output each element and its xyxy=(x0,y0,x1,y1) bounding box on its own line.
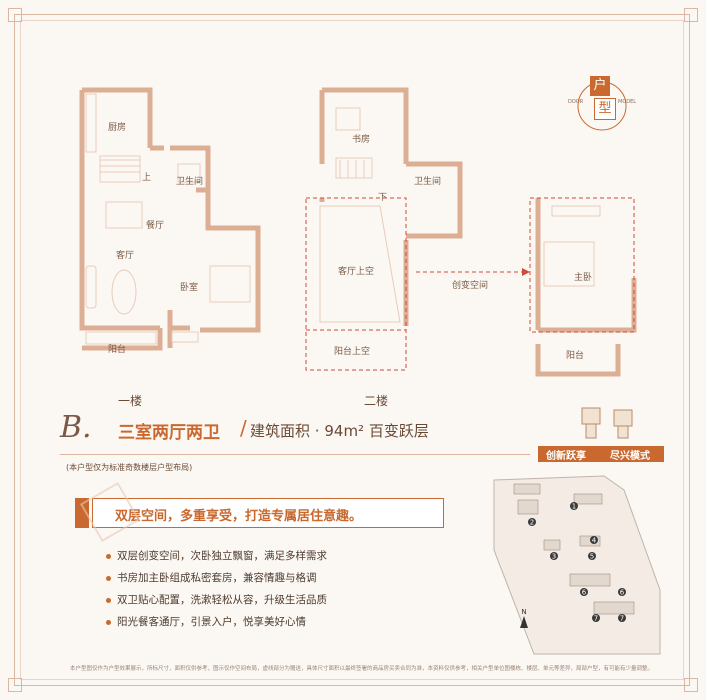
door-char-2: 型 xyxy=(594,98,616,120)
site-marker-4: 4 xyxy=(592,537,597,545)
door-right-text: MODEL xyxy=(618,99,637,105)
room-bedroom: 卧室 xyxy=(180,283,199,293)
door-char-1: 户 xyxy=(590,76,610,96)
feature-text: 双层创变空间，次卧独立飘窗，满足多样需求 xyxy=(117,550,327,562)
title-underline xyxy=(60,454,530,455)
floor2-walls xyxy=(319,87,463,326)
cartoon-figures-icon xyxy=(581,407,633,439)
room-balcony-void: 阳台上空 xyxy=(334,347,371,357)
room-balcony-creative: 阳台 xyxy=(566,351,585,361)
door-model-emblem: 户 型 DOOR MODEL xyxy=(568,74,637,138)
site-marker-2: 2 xyxy=(530,519,534,527)
site-marker-1: 1 xyxy=(572,503,576,511)
room-living-void: 客厅上空 xyxy=(338,267,375,277)
slogan-accent xyxy=(75,498,89,528)
creative-walls xyxy=(535,198,637,377)
slogan-bar: 双层空间，多重享受，打造专属居住意趣。 xyxy=(75,498,444,528)
north-arrow-icon: N xyxy=(520,608,528,628)
corner-ornament xyxy=(8,8,22,22)
site-marker-7b: 7 xyxy=(620,615,624,623)
floor2-label: 二楼 xyxy=(364,394,389,408)
bullet-icon xyxy=(106,553,111,559)
site-map: 1 2 3 4 5 6 6 7 7 N xyxy=(493,475,661,655)
room-master: 主卧 xyxy=(574,273,593,283)
creative-arrow-label: 创变空间 xyxy=(452,281,489,291)
creative-detail xyxy=(543,205,601,287)
title-area-value: 94m² xyxy=(324,422,365,440)
feature-item: 阳光餐客通厅，引景入户，悦享美好心情 xyxy=(106,614,306,629)
mode-badge: 创新跃享 尽兴模式 xyxy=(538,446,664,462)
feature-item: 书房加主卧组成私密套房，兼容情趣与格调 xyxy=(106,570,317,585)
bullet-icon xyxy=(106,619,111,625)
feature-item: 双层创变空间，次卧独立飘窗，满足多样需求 xyxy=(106,548,327,563)
floor1-label: 一楼 xyxy=(118,394,143,408)
floor2-void-outline xyxy=(305,197,407,371)
room-study: 书房 xyxy=(352,135,371,145)
room-stairs-down: 下 xyxy=(378,193,388,203)
badge-left: 创新跃享 xyxy=(546,451,586,462)
layout-note: (本户型仅为标准奇数楼层户型布局) xyxy=(66,463,193,472)
badge-right: 尽兴模式 xyxy=(610,451,650,462)
footer-disclaimer: 本户型图仅作为户型效果展示，所标尺寸，面积仅供参考，图示仅作空间布局，虚线部分为… xyxy=(70,666,654,672)
title-divider: / xyxy=(240,416,247,440)
feature-text: 阳光餐客通厅，引景入户，悦享美好心情 xyxy=(117,616,306,628)
title-row: B. 三室两厅两卫 / 建筑面积 · 94m² 百变跃层 xyxy=(60,410,660,452)
corner-ornament xyxy=(8,678,22,692)
room-living: 客厅 xyxy=(116,251,135,261)
feature-text: 双卫贴心配置，洗漱轻松从容，升级生活品质 xyxy=(117,594,327,606)
room-bath-1: 卫生间 xyxy=(176,177,204,187)
title-area-dot: · xyxy=(314,422,320,440)
site-marker-5: 5 xyxy=(590,553,594,561)
room-dining: 餐厅 xyxy=(146,221,165,231)
room-stairs-up: 上 xyxy=(142,173,152,183)
room-bath-2: 卫生间 xyxy=(414,177,442,187)
floor1-walls xyxy=(79,87,261,351)
title-type: 三室两厅两卫 xyxy=(118,423,220,443)
outer-frame xyxy=(14,14,690,686)
bullet-icon xyxy=(106,597,111,603)
inner-frame xyxy=(20,20,684,680)
title-area-prefix: 建筑面积 xyxy=(250,422,311,440)
bullet-icon xyxy=(106,575,111,581)
floor1-detail xyxy=(85,93,251,345)
feature-text: 书房加主卧组成私密套房，兼容情趣与格调 xyxy=(117,572,317,584)
floor-plans xyxy=(79,87,637,377)
title-area: 建筑面积 · 94m² 百变跃层 xyxy=(250,420,429,441)
room-kitchen: 厨房 xyxy=(108,123,127,133)
site-marker-6b: 6 xyxy=(620,589,625,597)
slogan-text: 双层空间，多重享受，打造专属居住意趣。 xyxy=(115,509,363,524)
north-label: N xyxy=(521,608,526,616)
title-letter: B. xyxy=(60,410,92,445)
room-balcony-1: 阳台 xyxy=(108,345,127,355)
site-marker-7a: 7 xyxy=(594,615,598,623)
site-marker-6a: 6 xyxy=(582,589,587,597)
title-area-suffix: 百变跃层 xyxy=(368,422,429,440)
door-left-text: DOOR xyxy=(568,99,584,105)
corner-ornament xyxy=(684,678,698,692)
feature-item: 双卫贴心配置，洗漱轻松从容，升级生活品质 xyxy=(106,592,327,607)
site-marker-3: 3 xyxy=(552,553,556,561)
corner-ornament xyxy=(684,8,698,22)
creative-outline xyxy=(529,197,635,333)
creative-arrow xyxy=(416,268,530,276)
floor2-detail xyxy=(319,107,401,323)
